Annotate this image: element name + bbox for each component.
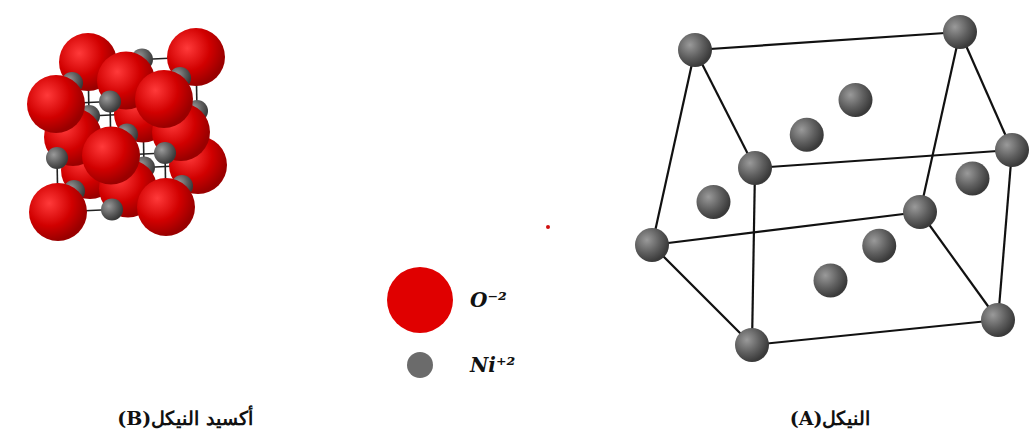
oxygen-ion — [27, 75, 85, 133]
cell-edge — [652, 245, 752, 345]
cell-edge — [755, 150, 1012, 168]
corner-atom — [678, 33, 712, 67]
cell-edge — [998, 150, 1012, 320]
oxygen-ion — [137, 178, 195, 236]
nickel-ion — [101, 199, 123, 221]
cell-edge — [652, 50, 695, 245]
legend-swatch — [387, 267, 453, 333]
cell-edge — [752, 320, 998, 345]
face-atom — [697, 185, 731, 219]
legend-label: Ni⁺² — [470, 353, 515, 377]
nickel-ion — [154, 142, 176, 164]
corner-atom — [735, 328, 769, 362]
structure-caption: النيكل(A) — [790, 407, 871, 429]
dot — [546, 225, 550, 229]
corner-atom — [943, 15, 977, 49]
cell-edge — [960, 32, 1012, 150]
nickel-fcc-cell — [635, 15, 1029, 362]
nickel-ion — [46, 147, 68, 169]
face-atom — [814, 264, 848, 298]
corner-atom — [995, 133, 1029, 167]
legend-label: O⁻² — [470, 288, 507, 312]
cell-edge — [752, 168, 755, 345]
nickel-ion — [99, 91, 121, 113]
structure-caption: أكسيد النيكل(B) — [117, 407, 253, 429]
nickel-oxide-lattice — [27, 28, 227, 241]
oxygen-ion — [82, 127, 140, 185]
corner-atom — [635, 228, 669, 262]
cell-edge — [920, 212, 998, 320]
corner-atom — [981, 303, 1015, 337]
legend-swatch — [407, 352, 433, 378]
face-atom — [839, 83, 873, 117]
face-atom — [862, 229, 896, 263]
face-atom — [956, 162, 990, 196]
oxygen-ion — [29, 183, 87, 241]
cell-edge — [920, 32, 960, 212]
cell-edge — [695, 32, 960, 50]
oxygen-ion — [135, 70, 193, 128]
cell-edge — [695, 50, 755, 168]
corner-atom — [903, 195, 937, 229]
face-atom — [790, 118, 824, 152]
corner-atom — [738, 151, 772, 185]
